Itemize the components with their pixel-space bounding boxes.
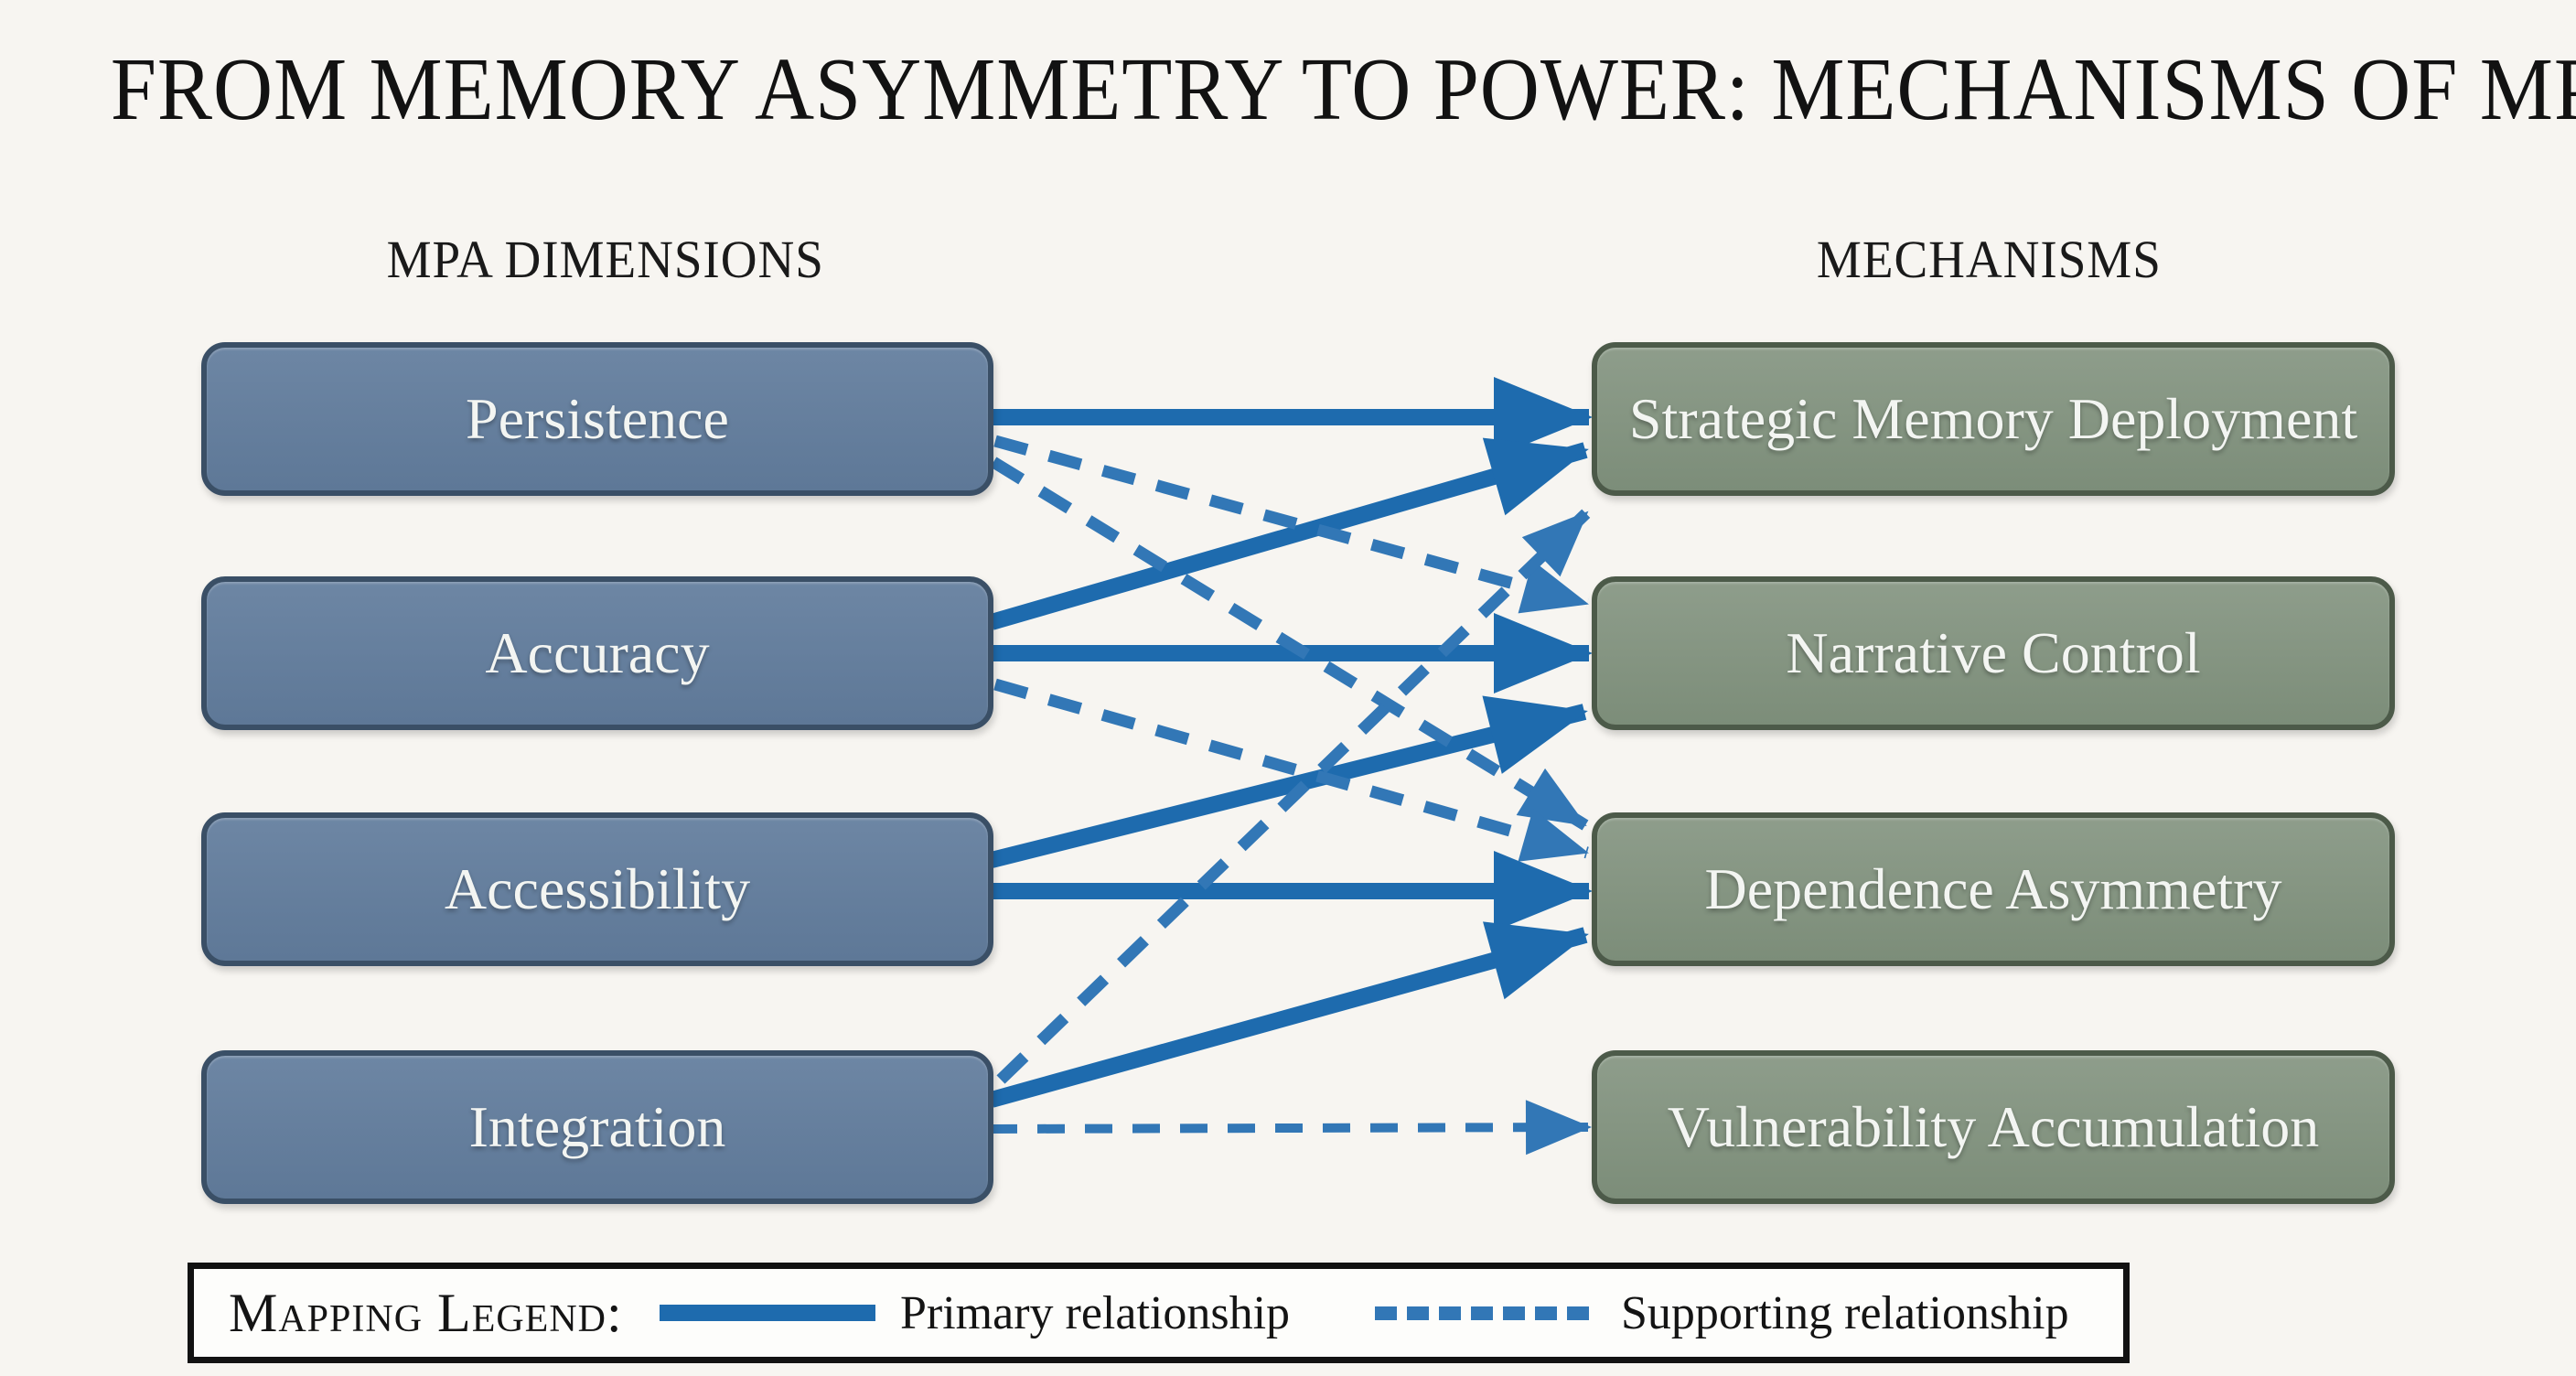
- node-accuracy: Accuracy: [201, 576, 993, 730]
- node-label: Vulnerability Accumulation: [1667, 1094, 2320, 1159]
- arrow-primary: [989, 695, 1588, 868]
- node-persistence: Persistence: [201, 342, 993, 496]
- legend-supporting-label: Supporting relationship: [1621, 1286, 2069, 1339]
- legend-title: Mapping Legend:: [229, 1282, 623, 1343]
- arrow-supporting: [990, 457, 1589, 831]
- primary-line-swatch: [660, 1305, 875, 1321]
- node-vulnerability-accumulation: Vulnerability Accumulation: [1592, 1050, 2395, 1204]
- node-label: Narrative Control: [1786, 620, 2201, 685]
- node-accessibility: Accessibility: [201, 812, 993, 966]
- page-title: FROM MEMORY ASYMMETRY TO POWER: MECHANIS…: [110, 40, 2576, 139]
- supporting-line-swatch: [1375, 1306, 1591, 1320]
- column-header-dimensions: MPA DIMENSIONS: [386, 230, 825, 289]
- node-label: Persistence: [466, 386, 729, 451]
- arrow-primary: [989, 437, 1589, 630]
- arrow-supporting: [993, 435, 1589, 614]
- legend-primary-label: Primary relationship: [900, 1286, 1291, 1339]
- node-label: Strategic Memory Deployment: [1628, 386, 2358, 451]
- arrow-primary: [989, 921, 1589, 1108]
- node-label: Accuracy: [485, 620, 710, 685]
- node-dependence-asymmetry: Dependence Asymmetry: [1592, 812, 2395, 966]
- node-strategic-memory-deployment: Strategic Memory Deployment: [1592, 342, 2395, 496]
- node-integration: Integration: [201, 1050, 993, 1204]
- column-header-mechanisms: MECHANISMS: [1816, 230, 2162, 289]
- node-label: Accessibility: [444, 856, 751, 921]
- arrow-supporting: [993, 678, 1589, 862]
- node-label: Integration: [468, 1094, 726, 1159]
- node-label: Dependence Asymmetry: [1704, 856, 2282, 921]
- arrow-supporting: [989, 1100, 1592, 1156]
- legend-box: Mapping Legend: Primary relationship Sup…: [188, 1263, 2130, 1363]
- node-narrative-control: Narrative Control: [1592, 576, 2395, 730]
- arrow-supporting: [996, 508, 1592, 1084]
